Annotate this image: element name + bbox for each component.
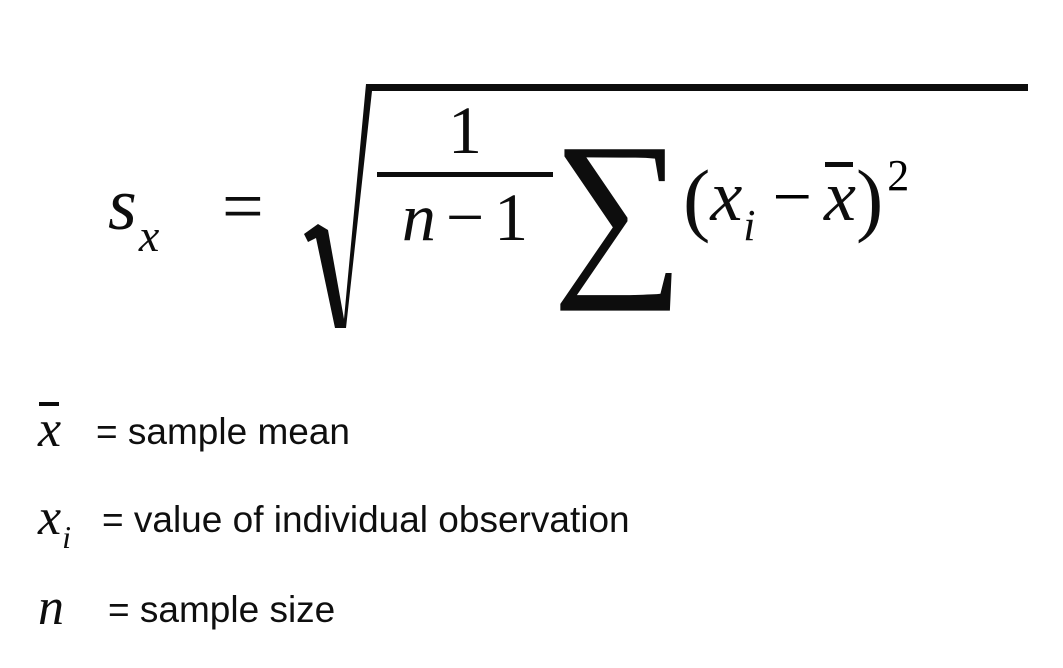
sample-mean-xbar: x xyxy=(38,401,62,458)
legend-symbol-xbar: x xyxy=(38,401,82,458)
xi-subscript: i xyxy=(62,519,71,555)
legend-symbol-n: n xyxy=(38,582,82,634)
legend-item: xi = value of individual observation xyxy=(38,489,630,554)
fraction-numerator: 1 xyxy=(448,92,482,168)
legend-symbol-xi: xi xyxy=(38,489,82,554)
xbar-base: x xyxy=(824,156,856,236)
standard-deviation-formula: sx = 1 n−1 ∑ (xi−x)2 xyxy=(108,84,1028,328)
sample-mean-xbar: x xyxy=(824,160,856,232)
minus-operator: − xyxy=(772,159,812,236)
formula-equals-sign: = xyxy=(222,166,264,248)
summation-sigma-icon: ∑ xyxy=(552,106,685,312)
legend-label: = sample mean xyxy=(96,411,350,452)
denominator-number: 1 xyxy=(494,179,529,255)
legend-item: x = sample mean xyxy=(38,401,350,458)
fraction-bar xyxy=(377,172,553,177)
formula-fraction: 1 n−1 xyxy=(372,96,558,251)
xbar-base: x xyxy=(38,401,62,458)
legend-label: = sample size xyxy=(108,589,336,630)
formula-lhs-subscript: x xyxy=(138,210,160,261)
term-subscript: i xyxy=(743,201,756,250)
xbar-overbar xyxy=(825,162,853,167)
term-variable: x xyxy=(710,156,743,236)
close-paren: ) xyxy=(855,153,884,244)
legend-label: = value of individual observation xyxy=(102,499,630,540)
legend-item: n = sample size xyxy=(38,582,335,634)
formula-lhs-base: s xyxy=(108,164,137,246)
xbar-overbar xyxy=(39,402,60,406)
denominator-variable: n xyxy=(401,179,436,255)
n-base: n xyxy=(38,579,64,636)
formula-lhs-symbol: sx xyxy=(108,168,159,259)
xi-base: x xyxy=(38,489,62,546)
fraction-denominator: n−1 xyxy=(372,183,558,251)
exponent-two: 2 xyxy=(887,151,910,200)
formula-summand: (xi−x)2 xyxy=(683,154,909,248)
denominator-operator: − xyxy=(445,179,485,255)
open-paren: ( xyxy=(683,153,711,244)
